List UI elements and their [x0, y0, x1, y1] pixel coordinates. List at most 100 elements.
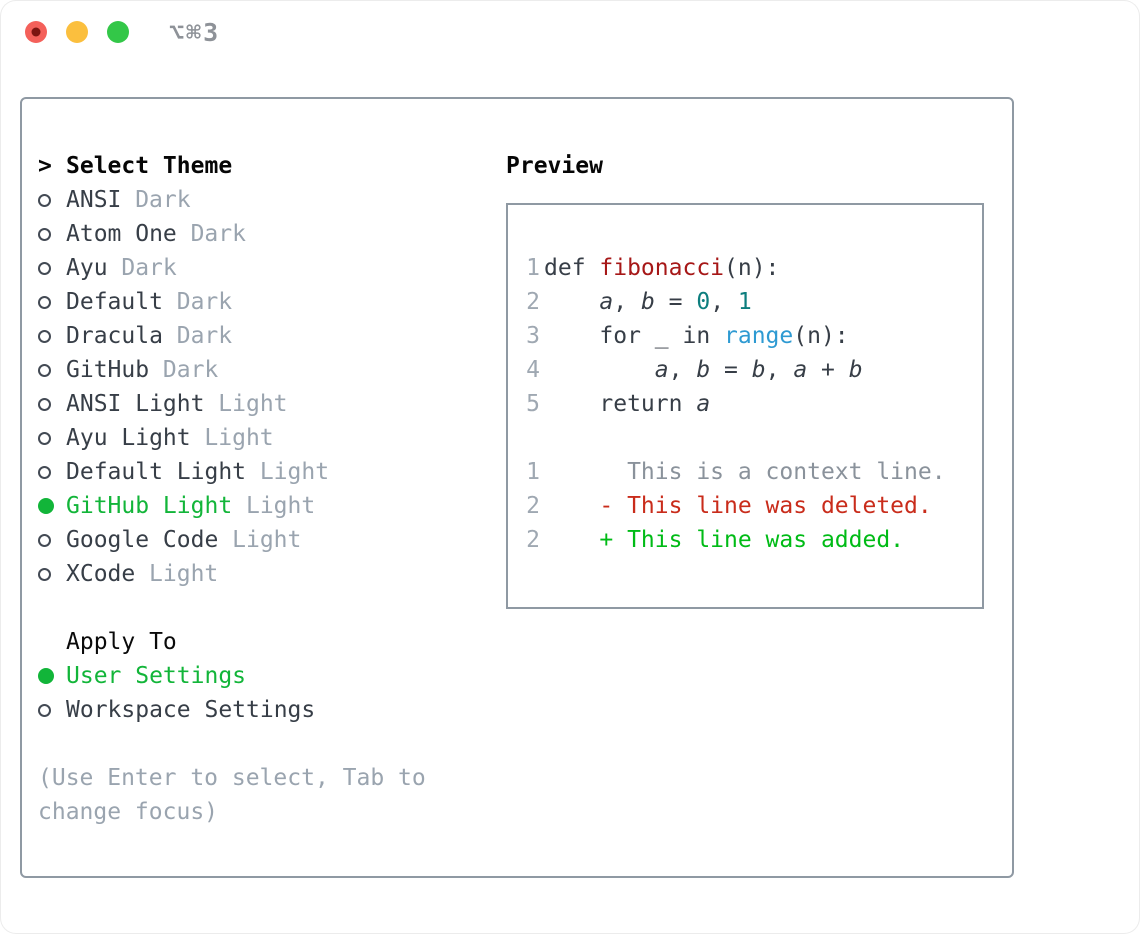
radio-unselected-icon	[38, 295, 66, 309]
theme-option-xcode[interactable]: XCode Light	[38, 557, 506, 591]
traffic-lights	[25, 21, 129, 43]
code-token-plain: =	[710, 357, 752, 383]
theme-option-label: XCode	[66, 561, 136, 587]
theme-option-default-light[interactable]: Default Light Light	[38, 455, 506, 489]
line-number: 2	[526, 493, 540, 519]
line-number: 2	[526, 289, 540, 315]
select-theme-heading-row: > Select Theme	[38, 149, 506, 183]
code-token-number: 0	[696, 289, 711, 315]
code-line: 5 return a	[526, 387, 982, 421]
theme-option-label: GitHub	[66, 357, 150, 383]
theme-option-label: Dracula	[66, 323, 163, 349]
window-title: ⌥⌘3	[169, 17, 221, 47]
radio-unselected-icon	[38, 363, 66, 377]
apply-option-workspace-settings[interactable]: Workspace Settings	[38, 693, 506, 727]
code-token-context: This is a context line.	[544, 459, 946, 485]
theme-variant-badge: Light	[232, 527, 302, 553]
theme-variant-badge: Light	[259, 459, 330, 485]
spacer-row	[38, 591, 506, 625]
theme-option-label: GitHub Light	[66, 493, 233, 519]
radio-unselected-icon	[38, 533, 66, 547]
code-token-plain	[544, 289, 599, 315]
code-token-plain: for _ in	[544, 323, 725, 349]
theme-option-label: Google Code	[66, 527, 219, 553]
theme-variant-badge: Dark	[121, 255, 177, 281]
theme-option-atom-one[interactable]: Atom One Dark	[38, 217, 506, 251]
apply-option-label: User Settings	[66, 663, 247, 689]
line-number: 2	[526, 527, 540, 553]
code-token-plain: ,	[668, 357, 697, 383]
theme-variant-badge: Light	[245, 493, 316, 519]
code-token-builtin: range	[724, 323, 794, 349]
apply-to-heading: Apply To	[66, 629, 177, 655]
code-token-plain: ,	[765, 357, 794, 383]
code-token-plain: ,	[613, 289, 641, 315]
theme-option-label: Ayu	[66, 255, 108, 281]
apply-option-user-settings[interactable]: User Settings	[38, 659, 506, 693]
theme-option-label: Atom One	[66, 221, 177, 247]
code-token-function: fibonacci	[599, 255, 725, 281]
code-token-plain	[544, 357, 655, 383]
help-text-line-2: change focus)	[38, 799, 219, 825]
theme-variant-badge: Dark	[190, 221, 246, 247]
code-line: 2 + This line was added.	[526, 523, 982, 557]
code-line: 2 - This line was deleted.	[526, 489, 982, 523]
code-token-variable: b	[696, 357, 711, 383]
code-token-variable: a	[654, 357, 669, 383]
theme-option-label: ANSI Light	[66, 391, 205, 417]
code-token-variable: b	[640, 289, 655, 315]
code-token-plain: +	[807, 357, 849, 383]
theme-variant-badge: Dark	[176, 289, 233, 315]
cursor-caret-icon: >	[38, 153, 52, 179]
help-text: (Use Enter to select, Tab to change focu…	[38, 761, 506, 829]
radio-selected-icon	[38, 498, 66, 514]
help-text-line-1: (Use Enter to select, Tab to	[38, 765, 426, 791]
code-token-variable: b	[848, 357, 863, 383]
code-token-plain: ,	[710, 289, 738, 315]
line-number: 1	[526, 459, 540, 485]
code-token-deleted: - This line was deleted.	[544, 493, 932, 519]
radio-unselected-icon	[38, 465, 66, 479]
theme-option-label: ANSI	[66, 187, 122, 213]
preview-heading: Preview	[506, 153, 603, 179]
theme-variant-badge: Light	[204, 425, 274, 451]
apply-option-label: Workspace Settings	[66, 697, 316, 723]
code-line: 2 a, b = 0, 1	[526, 285, 982, 319]
theme-option-google-code[interactable]: Google Code Light	[38, 523, 506, 557]
theme-option-label: Default Light	[66, 459, 247, 485]
radio-selected-icon	[38, 668, 66, 684]
minimize-button[interactable]	[66, 21, 88, 43]
code-line: 4 a, b = b, a + b	[526, 353, 982, 387]
code-line: 3 for _ in range(n):	[526, 319, 982, 353]
radio-unselected-icon	[38, 703, 66, 717]
code-token-plain: def	[544, 255, 600, 281]
titlebar: ⌥⌘3	[0, 0, 1140, 64]
radio-unselected-icon	[38, 567, 66, 581]
code-token-variable: a	[793, 357, 808, 383]
line-number: 4	[526, 357, 540, 383]
zoom-button[interactable]	[107, 21, 129, 43]
theme-option-ayu[interactable]: Ayu Dark	[38, 251, 506, 285]
theme-variant-badge: Light	[149, 561, 219, 587]
radio-unselected-icon	[38, 227, 66, 241]
radio-unselected-icon	[38, 193, 66, 207]
close-button[interactable]	[25, 21, 47, 43]
radio-unselected-icon	[38, 329, 66, 343]
theme-option-github-light[interactable]: GitHub Light Light	[38, 489, 506, 523]
close-button-dot-icon	[31, 27, 41, 37]
code-line: 1 This is a context line.	[526, 455, 982, 489]
code-token-plain: (n):	[724, 255, 780, 281]
